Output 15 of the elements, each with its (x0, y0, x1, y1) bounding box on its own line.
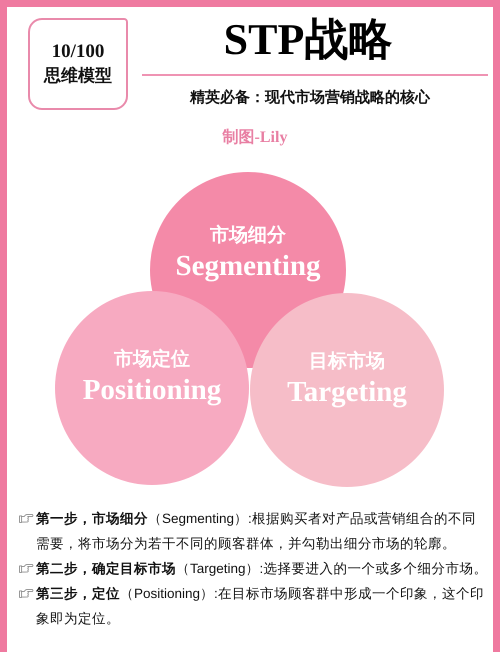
badge-number: 10/100 (52, 40, 104, 64)
badge-box (28, 18, 128, 110)
circle-title: 市场细分 (210, 223, 286, 248)
circle-subtitle: Segmenting (176, 249, 320, 284)
circle-title: 市场定位 (114, 347, 190, 372)
badge-label: 思维模型 (44, 65, 112, 88)
circle-subtitle: Targeting (287, 375, 407, 410)
subtitle: 精英必备：现代市场营销战略的核心 (190, 87, 430, 108)
title: STP战略 (224, 14, 392, 66)
step-text: 第三步，定位（Positioning）:在目标市场顾客群中形成一个印象，这个印象即为定位。 (36, 585, 485, 628)
circle-title: 目标市场 (309, 349, 385, 374)
circle-subtitle: Positioning (82, 373, 222, 408)
step-text: 第二步，确定目标市场（Targeting）:选择要进入的一个或多个细分市场。 (36, 560, 488, 578)
step-text: 第一步，市场细分（Segmenting）:根据购买者对产品或营销组合的不同需要，将市场分为若干不同的顾客群体，并勾勒出细分市场的轮廓。 (36, 510, 477, 553)
author-credit: 制图-Lily (222, 128, 288, 148)
